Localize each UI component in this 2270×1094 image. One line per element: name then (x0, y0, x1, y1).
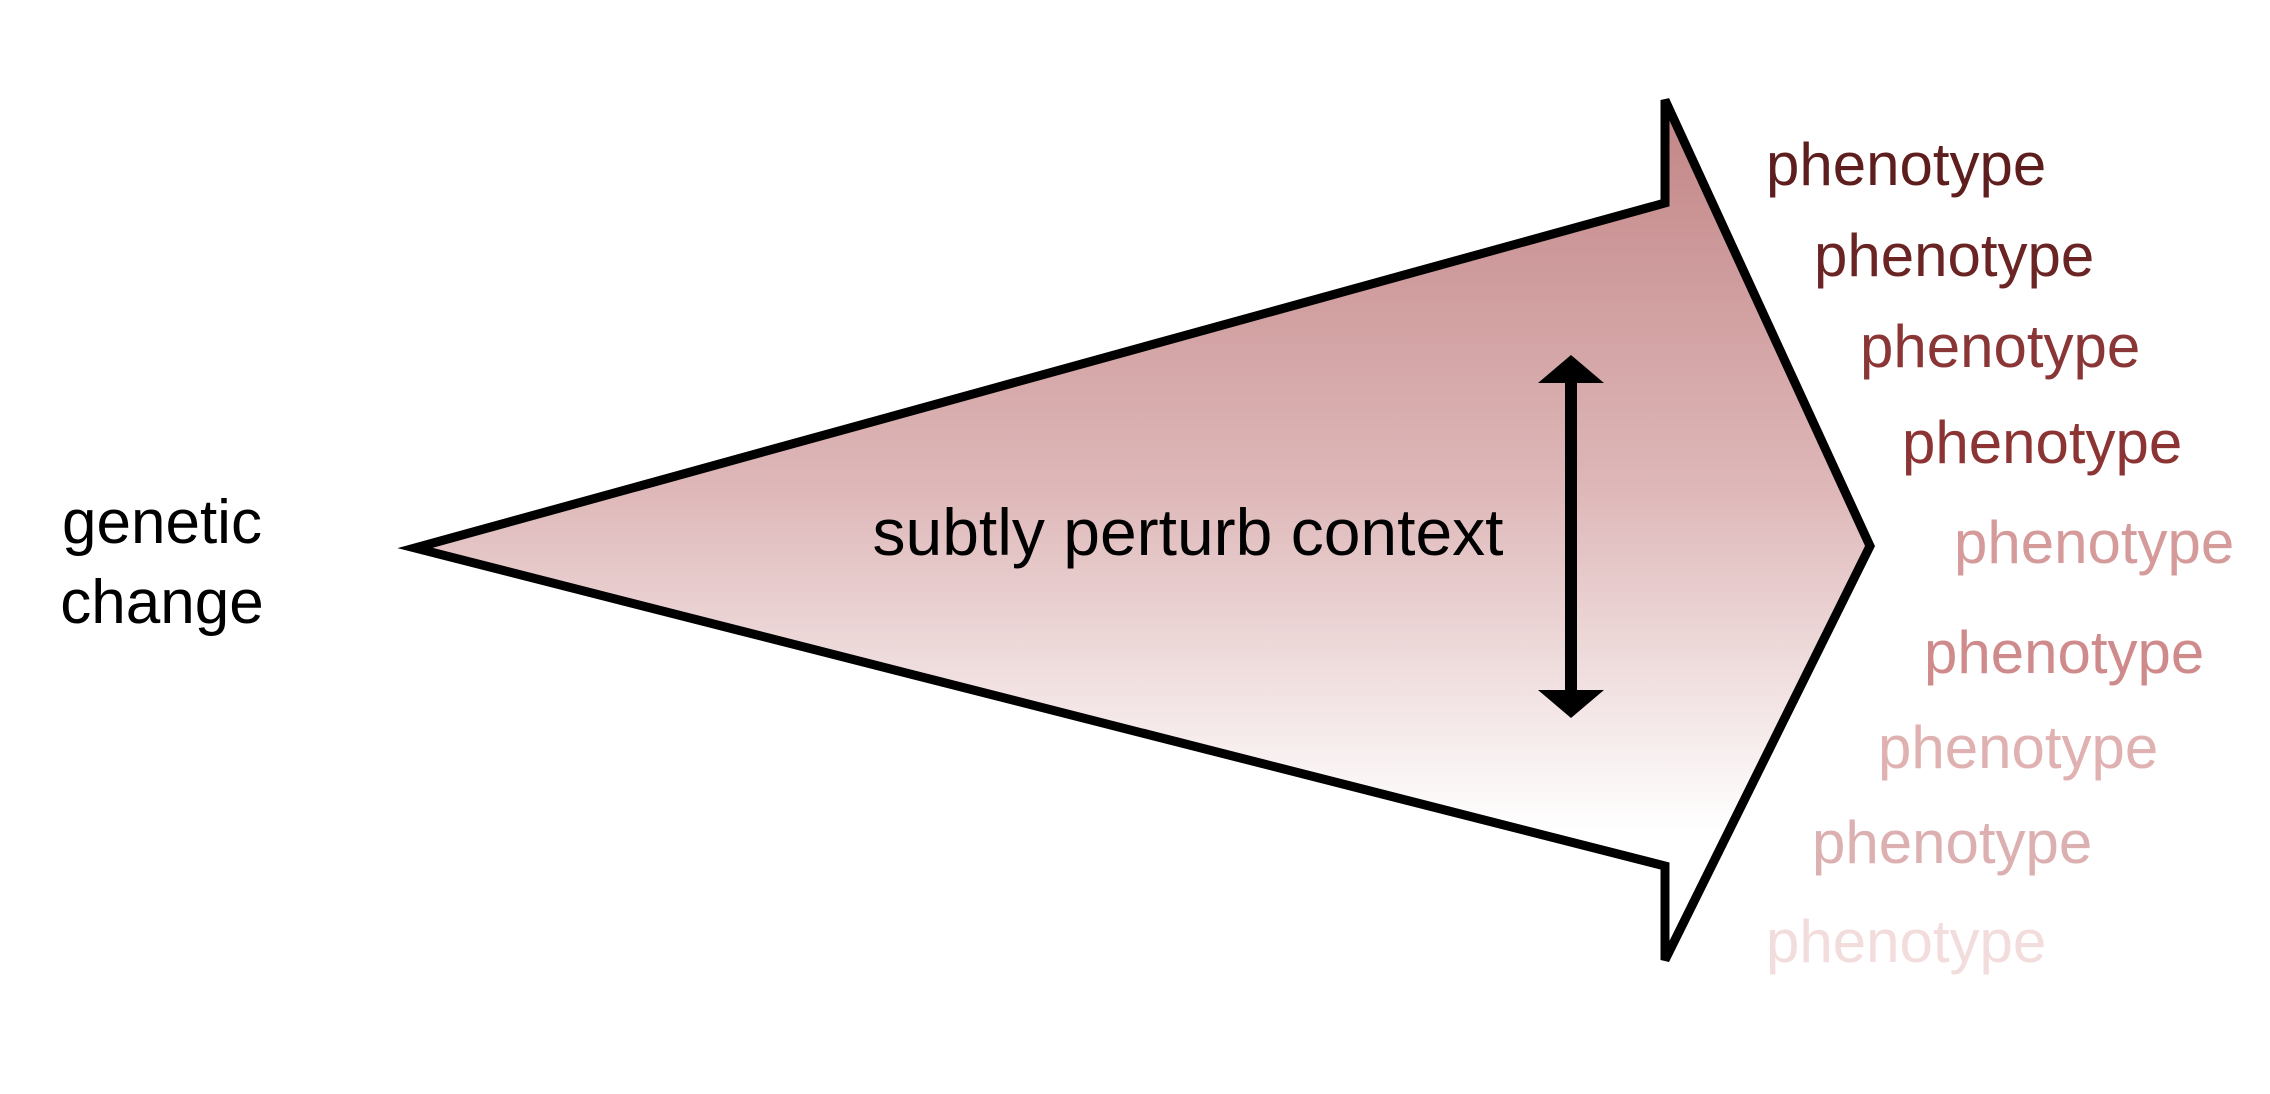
perturbation-arrow-head-up (1538, 355, 1604, 383)
input-label-line2: change (60, 568, 263, 637)
phenotype-label: phenotype (1814, 222, 2094, 289)
input-label-line1: genetic (62, 488, 262, 557)
phenotype-label: phenotype (1878, 714, 2158, 781)
phenotype-label: phenotype (1954, 509, 2234, 576)
perturbation-arrow-head-down (1538, 690, 1604, 718)
arrow-label: subtly perturb context (873, 495, 1504, 569)
phenotype-label: phenotype (1766, 908, 2046, 975)
phenotype-label: phenotype (1812, 809, 2092, 876)
phenotype-label: phenotype (1902, 409, 2182, 476)
phenotype-label: phenotype (1860, 313, 2140, 380)
phenotype-list: phenotype phenotype phenotype phenotype … (1766, 131, 2234, 975)
phenotype-label: phenotype (1924, 619, 2204, 686)
double-headed-vertical-arrow-icon (1538, 355, 1604, 718)
phenotype-label: phenotype (1766, 131, 2046, 198)
context-arrow-shape (397, 98, 1875, 962)
